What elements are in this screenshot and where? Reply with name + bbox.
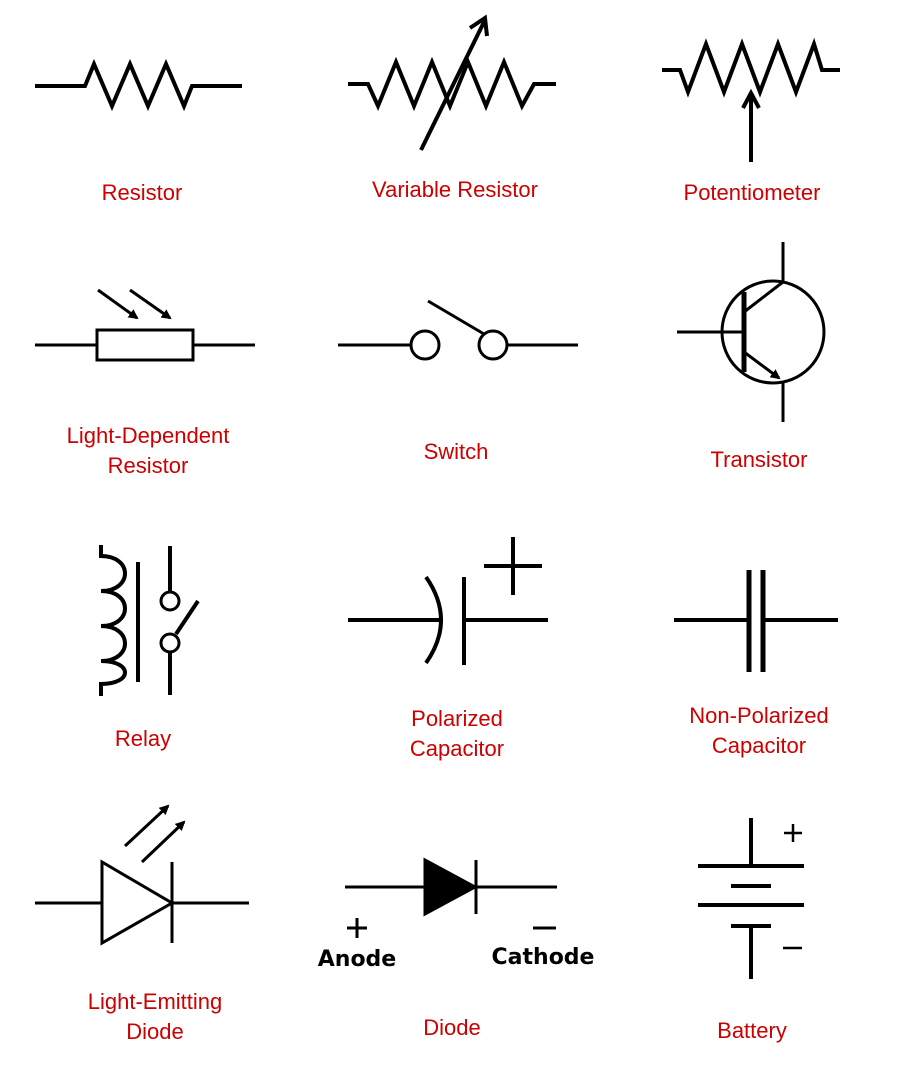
variable-resistor-symbol <box>348 14 556 151</box>
diode-symbol <box>345 857 557 938</box>
label-line: Capacitor <box>409 736 505 761</box>
label-line: Transistor <box>710 447 808 472</box>
label-line: Non-Polarized <box>689 703 829 728</box>
label-line: Capacitor <box>711 733 807 758</box>
relay-symbol <box>99 545 200 696</box>
label-polarized-capacitor: Polarized Capacitor <box>410 704 504 764</box>
label-line: Resistor <box>101 180 183 205</box>
label-line: Polarized <box>411 706 503 731</box>
label-line: Switch <box>423 439 489 464</box>
label-transistor: Transistor <box>711 445 808 475</box>
battery-symbol <box>698 818 804 979</box>
anode-label: Anode <box>317 947 397 972</box>
label-battery: Battery <box>717 1016 787 1046</box>
label-line: Diode <box>126 1019 184 1044</box>
label-variable-resistor: Variable Resistor <box>372 175 538 205</box>
non-polarized-capacitor-symbol <box>674 570 838 672</box>
label-switch: Switch <box>424 437 489 467</box>
potentiometer-symbol <box>662 37 840 162</box>
cathode-label: Cathode <box>491 945 595 970</box>
transistor-symbol <box>677 242 826 422</box>
label-potentiometer: Potentiometer <box>684 178 821 208</box>
label-line: Battery <box>717 1018 787 1043</box>
label-line: Light-Dependent <box>66 423 230 448</box>
light-dependent-resistor-symbol <box>35 288 255 362</box>
label-non-polarized-capacitor: Non-Polarized Capacitor <box>689 701 828 761</box>
label-light-dependent-resistor: Light-Dependent Resistor <box>67 421 230 481</box>
resistor-symbol <box>35 58 242 112</box>
label-line: Diode <box>423 1015 481 1040</box>
label-line: Potentiometer <box>683 180 821 205</box>
label-line: Variable Resistor <box>372 177 538 202</box>
label-line: Light-Emitting <box>87 989 223 1014</box>
label-relay: Relay <box>115 724 171 754</box>
label-line: Resistor <box>107 453 189 478</box>
label-resistor: Resistor <box>102 178 183 208</box>
label-diode: Diode <box>423 1013 480 1043</box>
label-line: Relay <box>114 726 172 751</box>
polarized-capacitor-symbol <box>348 537 548 665</box>
label-light-emitting-diode: Light-Emitting Diode <box>88 987 223 1047</box>
switch-symbol <box>338 299 578 361</box>
light-emitting-diode-symbol <box>35 804 249 946</box>
